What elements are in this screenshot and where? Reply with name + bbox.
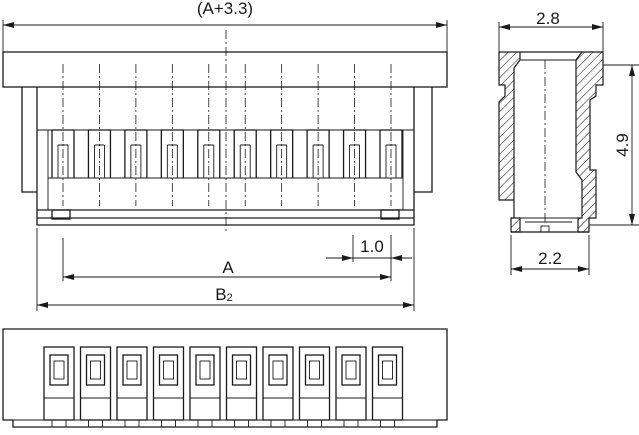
contact-slot bbox=[371, 346, 404, 428]
pin-tooth bbox=[87, 129, 112, 178]
body-span-label: B2 bbox=[215, 285, 232, 304]
pin-comb bbox=[51, 129, 403, 178]
left-locating-bump bbox=[51, 209, 71, 220]
pin-tooth bbox=[160, 129, 184, 178]
contact-slot bbox=[189, 346, 221, 428]
contact-slot bbox=[43, 346, 75, 428]
side-height-dimension: 4.9 bbox=[589, 64, 639, 226]
side-view: 2.8 4.9 bbox=[498, 9, 639, 275]
side-right-wall bbox=[575, 51, 604, 233]
pin-span-label: A bbox=[222, 258, 234, 277]
bottom-contact-slots bbox=[43, 346, 404, 428]
contact-slot bbox=[225, 346, 258, 428]
overall-width-label: (A+3.3) bbox=[197, 0, 253, 18]
right-locating-bump bbox=[380, 209, 400, 220]
side-base-dimension: 2.2 bbox=[510, 235, 590, 275]
pin-tooth bbox=[342, 129, 367, 178]
top-flange bbox=[2, 51, 448, 88]
side-cavity bbox=[511, 51, 589, 233]
side-base-label: 2.2 bbox=[538, 249, 562, 268]
bottom-housing-outline bbox=[2, 328, 448, 428]
pin-tooth bbox=[306, 129, 330, 178]
pin-span-dimension: A bbox=[62, 238, 392, 281]
contact-slot bbox=[152, 346, 185, 428]
side-width-label: 2.8 bbox=[536, 9, 560, 28]
right-latch bbox=[414, 87, 433, 193]
contact-slot bbox=[335, 346, 367, 428]
side-height-label: 4.9 bbox=[613, 133, 632, 157]
pin-tooth bbox=[124, 129, 148, 178]
body-span-letter: B bbox=[215, 285, 226, 304]
left-latch bbox=[21, 87, 37, 193]
front-view: (A+3.3) bbox=[2, 0, 448, 311]
pin-centerlines bbox=[62, 64, 392, 206]
contact-slot bbox=[116, 346, 148, 428]
contact-slot bbox=[262, 346, 294, 428]
side-left-wall bbox=[498, 51, 521, 233]
body-span-subscript: 2 bbox=[227, 292, 233, 304]
pin-tooth bbox=[51, 129, 75, 178]
pitch-dimension: 1.0 bbox=[326, 235, 412, 262]
body-span-dimension: B2 bbox=[36, 228, 415, 311]
overall-width-dimension: (A+3.3) bbox=[2, 0, 448, 52]
contact-slot bbox=[79, 346, 112, 428]
pin-tooth bbox=[379, 129, 403, 178]
side-width-dimension: 2.8 bbox=[498, 9, 604, 52]
housing-body bbox=[36, 87, 415, 226]
pin-tooth bbox=[233, 129, 257, 178]
bottom-view bbox=[2, 328, 448, 428]
pin-tooth bbox=[197, 129, 221, 178]
pitch-label: 1.0 bbox=[360, 237, 384, 256]
contact-slot bbox=[298, 346, 331, 428]
pin-tooth bbox=[270, 129, 294, 178]
